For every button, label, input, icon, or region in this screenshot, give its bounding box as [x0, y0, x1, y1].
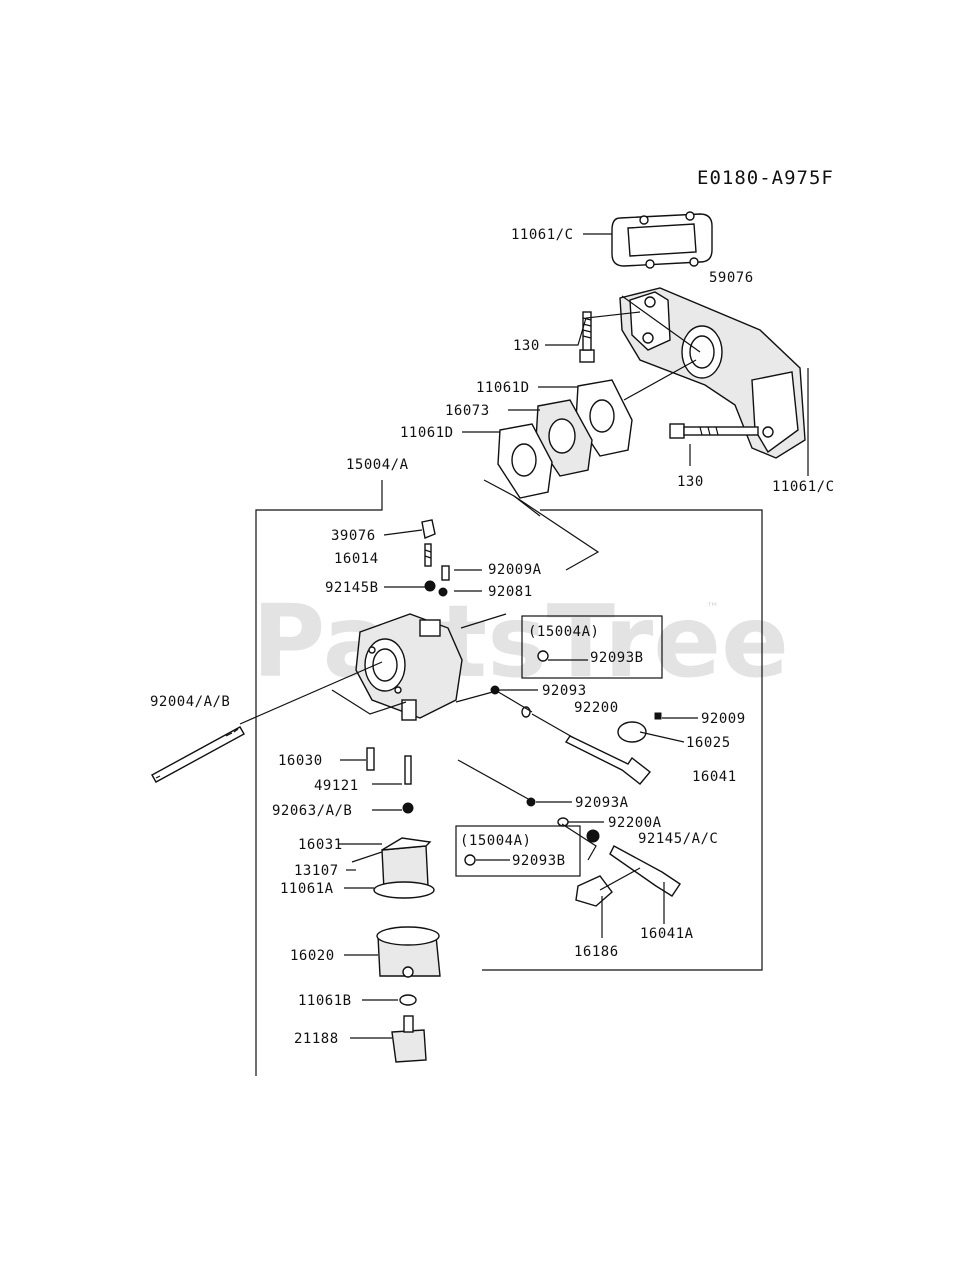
plate-16025[interactable] — [617, 721, 647, 743]
carburetor-body[interactable] — [355, 613, 463, 721]
insulator-16073[interactable] — [535, 399, 593, 477]
label-box1-92093b: 92093B — [590, 650, 644, 666]
watermark-text: PartsTree — [252, 583, 789, 700]
watermark: PartsTree ™ — [252, 583, 789, 700]
label-59076: 59076 — [709, 270, 754, 286]
float-bowl-16020[interactable] — [376, 926, 441, 978]
label-92145b: 92145B — [325, 580, 379, 596]
shaft-92004[interactable] — [151, 726, 245, 783]
label-box2-92093b: 92093B — [512, 853, 566, 869]
label-11061d-lower: 11061D — [400, 425, 454, 441]
label-16014: 16014 — [334, 551, 379, 567]
label-92004ab: 92004/A/B — [150, 694, 230, 710]
label-box1-title: (15004A) — [528, 624, 599, 640]
top-gasket-11061c[interactable] — [611, 211, 713, 269]
screw-92009[interactable] — [654, 712, 662, 720]
label-11061c-top: 11061/C — [511, 227, 574, 243]
label-16073: 16073 — [445, 403, 490, 419]
label-92093a: 92093A — [575, 795, 629, 811]
label-39076: 39076 — [331, 528, 376, 544]
label-16041a: 16041A — [640, 926, 694, 942]
bolt-130-top[interactable] — [579, 311, 595, 363]
label-130-bolt: 130 — [677, 474, 704, 490]
label-130-top: 130 — [513, 338, 540, 354]
label-92145ac: 92145/A/C — [638, 831, 718, 847]
diagram-code: E0180-A975F — [697, 167, 834, 189]
label-11061a: 11061A — [280, 881, 334, 897]
label-92200a: 92200A — [608, 815, 662, 831]
intake-manifold-59076[interactable] — [619, 287, 806, 459]
pin-13107[interactable] — [351, 851, 383, 863]
label-11061b: 11061B — [298, 993, 352, 1009]
label-box2-title: (15004A) — [460, 833, 531, 849]
watermark-trademark: ™ — [706, 601, 719, 616]
bolt-130-long[interactable] — [669, 423, 759, 439]
washer-92063[interactable] — [402, 802, 414, 814]
label-49121: 49121 — [314, 778, 359, 794]
throttle-shaft-16041[interactable] — [564, 735, 652, 785]
pin-16030[interactable] — [366, 747, 375, 771]
label-15004a: 15004/A — [346, 457, 409, 473]
choke-plate-16186[interactable] — [575, 875, 613, 907]
plug-39076[interactable] — [421, 519, 436, 539]
ring-92081[interactable] — [438, 587, 448, 597]
label-11061d-upper: 11061D — [476, 380, 530, 396]
label-16031: 16031 — [298, 837, 343, 853]
assembly-frame — [255, 368, 809, 1076]
label-16020: 16020 — [290, 948, 335, 964]
solenoid-21188[interactable] — [391, 1015, 427, 1063]
label-16030: 16030 — [278, 753, 323, 769]
label-16025: 16025 — [686, 735, 731, 751]
leader-lines — [239, 233, 701, 1039]
label-92009a: 92009A — [488, 562, 542, 578]
kit-box-upper — [521, 615, 663, 679]
needle-49121[interactable] — [404, 755, 412, 785]
label-92063ab: 92063/A/B — [272, 803, 352, 819]
ring-92145b[interactable] — [424, 580, 436, 592]
gasket-11061d-lower[interactable] — [497, 423, 553, 499]
choke-shaft-16041a[interactable] — [609, 845, 681, 897]
label-92009: 92009 — [701, 711, 746, 727]
label-21188: 21188 — [294, 1031, 339, 1047]
ring-92145[interactable] — [586, 829, 600, 843]
label-16041: 16041 — [692, 769, 737, 785]
washer-11061b[interactable] — [399, 994, 417, 1006]
gasket-11061a[interactable] — [373, 881, 435, 899]
kit-box-lower — [455, 825, 581, 877]
label-13107: 13107 — [294, 863, 339, 879]
label-92200: 92200 — [574, 700, 619, 716]
label-92081: 92081 — [488, 584, 533, 600]
label-16186: 16186 — [574, 944, 619, 960]
spring-16014[interactable] — [424, 543, 432, 567]
callout-labels: 11061/C 59076 130 11061D 16073 11061D 13… — [150, 227, 835, 1047]
screw-92009a[interactable] — [441, 565, 450, 581]
label-11061c-right: 11061/C — [772, 479, 835, 495]
label-92093: 92093 — [542, 683, 587, 699]
